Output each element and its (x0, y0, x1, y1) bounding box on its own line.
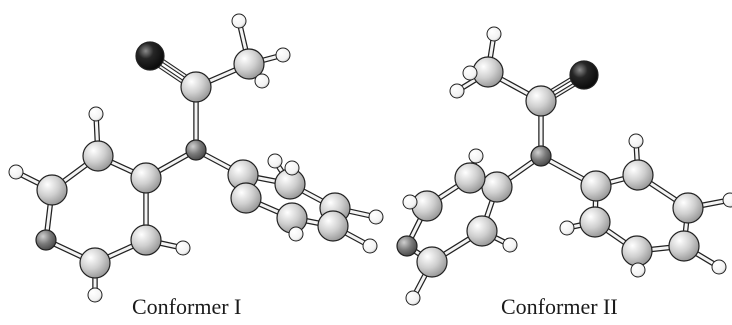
conformer-2-hydrogen-atom-H6 (405, 290, 421, 306)
conformer-2-carbon-atom-C4 (454, 162, 486, 194)
conformer-1-hydrogen-atom-H12 (288, 226, 304, 242)
caption-conformer-1: Conformer I (132, 294, 242, 319)
conformer-2-hydrogen-atom-H3 (462, 65, 478, 81)
conformer-2-carbon-atom-C12 (621, 235, 653, 267)
conformer-2-carbon-atom-C13 (579, 206, 611, 238)
conformer-1-hydrogen-atom-H7 (175, 240, 191, 256)
conformer-2-hydrogen-atom-H12 (559, 220, 575, 236)
conformer-1-hydrogen-atom-H1 (231, 13, 247, 29)
conformer-2-carbon-atom-C10 (672, 192, 704, 224)
conformer-1-hydrogen-atom-H4 (88, 106, 104, 122)
conformer-1-hydrogen-atom-H10 (368, 209, 384, 225)
conformer-2-carbon-atom-C2 (525, 85, 557, 117)
conformer-2-hydrogen-atom-H5 (402, 194, 418, 210)
conformer-1-carbon-atom-C3 (130, 162, 162, 194)
conformer-1-hydrogen-atom-H9 (284, 160, 300, 176)
conformer-2-nitrogen-atom-N2 (396, 235, 418, 257)
conformer-1-oxygen-atom-O1 (135, 41, 165, 71)
conformer-1-hydrogen-atom-H11 (362, 238, 378, 254)
conformer-1-carbon-atom-C13 (317, 210, 349, 242)
conformer-1-carbon-atom-C7 (130, 224, 162, 256)
conformer-2-carbon-atom-C8 (580, 170, 612, 202)
conformer-2-carbon-atom-C3 (481, 171, 513, 203)
conformer-1-hydrogen-atom-H3 (254, 73, 270, 89)
conformer-2-nitrogen-atom-N1 (530, 145, 552, 167)
conformer-1-carbon-atom-C10 (230, 182, 262, 214)
conformer-1-carbon-atom-C2 (233, 48, 265, 80)
atom-layer (8, 13, 732, 306)
conformer-2-carbon-atom-C6 (416, 246, 448, 278)
conformer-1-carbon-atom-C1 (180, 71, 212, 103)
conformer-2-hydrogen-atom-H4 (468, 148, 484, 164)
caption-conformer-2: Conformer II (501, 294, 618, 319)
conformer-1-hydrogen-atom-H5 (8, 164, 24, 180)
conformer-1-nitrogen-atom-N1 (185, 139, 207, 161)
conformer-2-hydrogen-atom-H1 (486, 26, 502, 42)
conformer-2-hydrogen-atom-H2 (449, 83, 465, 99)
conformer-2-hydrogen-atom-H10 (711, 259, 727, 275)
conformer-2-carbon-atom-C5 (411, 190, 443, 222)
conformer-2-carbon-atom-C9 (622, 159, 654, 191)
conformer-2-carbon-atom-C1 (472, 56, 504, 88)
conformer-1-hydrogen-atom-H2 (275, 47, 291, 63)
conformer-2-oxygen-atom-O1 (569, 60, 599, 90)
conformer-2-hydrogen-atom-H11 (630, 262, 646, 278)
conformer-2-hydrogen-atom-H9 (722, 192, 732, 208)
conformer-1-carbon-atom-C4 (82, 140, 114, 172)
conformer-2-hydrogen-atom-H7 (502, 237, 518, 253)
conformer-1-carbon-atom-C5 (36, 174, 68, 206)
conformer-2-carbon-atom-C11 (668, 230, 700, 262)
conformer-1-hydrogen-atom-H8 (267, 153, 283, 169)
conformer-1-hydrogen-atom-H6 (87, 287, 103, 303)
conformer-1-carbon-atom-C6 (79, 247, 111, 279)
conformer-2-carbon-atom-C7 (466, 215, 498, 247)
conformer-1-nitrogen-atom-N2 (35, 229, 57, 251)
conformer-2-hydrogen-atom-H8 (628, 133, 644, 149)
